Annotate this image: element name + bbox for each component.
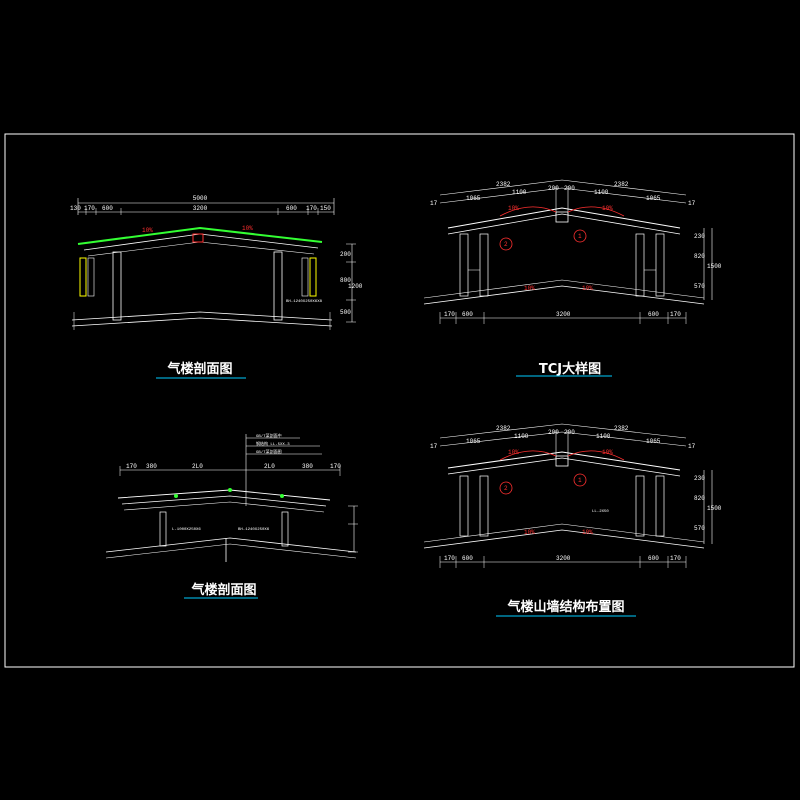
tr-marker-1 bbox=[573, 229, 587, 243]
bl-top-part-4: 2L0 bbox=[264, 463, 275, 470]
tl-top-part-6: 170 bbox=[306, 205, 317, 212]
panel-top-right: 2382 2382 1065 1100 200 200 1100 1065 17… bbox=[423, 179, 722, 377]
tl-right-dim-3: 1200 bbox=[348, 283, 363, 290]
br-top-part-3: 200 bbox=[548, 429, 559, 436]
br-right-edge: 17 bbox=[688, 443, 696, 450]
br-slope-top-right: 10% bbox=[602, 449, 613, 456]
bl-note-3: GB/T某剖面图 bbox=[256, 448, 282, 455]
br-label-mid: LL-2X50 bbox=[592, 510, 609, 514]
br-top-left-total: 2382 bbox=[496, 425, 511, 432]
br-marker-2 bbox=[499, 481, 513, 495]
panel-bottom-left: GB/T某剖面中 钢结构 LL-5XX-3 GB/T某剖面图 170 380 2… bbox=[105, 432, 358, 599]
svg-text:2: 2 bbox=[504, 241, 508, 248]
tl-top-total: 5000 bbox=[193, 195, 208, 202]
br-right-dim-2: 820 bbox=[694, 495, 705, 502]
tr-slope-bottom-left: 10% bbox=[524, 285, 535, 292]
br-title: 气楼山墙结构布置图 bbox=[507, 599, 624, 615]
tr-slope-top-left: 10% bbox=[508, 205, 519, 212]
tr-slope-top-right: 10% bbox=[602, 205, 613, 212]
br-top-part-1: 1065 bbox=[466, 438, 481, 445]
tr-right-dim-1: 230 bbox=[694, 233, 705, 240]
bl-top-part-2: 380 bbox=[146, 463, 157, 470]
tr-top-part-2: 1100 bbox=[512, 189, 527, 196]
tr-right-edge: 17 bbox=[688, 200, 696, 207]
br-slope-bottom-right: 10% bbox=[582, 529, 593, 536]
tl-slope-left: 10% bbox=[142, 227, 153, 234]
bl-top-part-1: 170 bbox=[126, 463, 137, 470]
tr-top-part-3: 200 bbox=[548, 185, 559, 192]
tl-top-part-2: 170 bbox=[84, 205, 95, 212]
bl-note-1: GB/T某剖面中 bbox=[256, 432, 282, 439]
bl-title: 气楼剖面图 bbox=[191, 582, 256, 598]
svg-text:1: 1 bbox=[578, 233, 582, 240]
br-top-part-2: 1100 bbox=[514, 433, 529, 440]
bl-label-mid: BH-1240X250X6 bbox=[238, 528, 270, 532]
svg-text:2: 2 bbox=[504, 485, 508, 492]
tr-right-dim-2: 820 bbox=[694, 253, 705, 260]
tr-marker-2 bbox=[499, 237, 513, 251]
br-top-right-total: 2382 bbox=[614, 425, 629, 432]
br-slope-top-left: 10% bbox=[508, 449, 519, 456]
tr-bottom-part-4: 600 bbox=[648, 311, 659, 318]
tr-bottom-part-2: 600 bbox=[462, 311, 473, 318]
panel-bottom-right: 2382 2382 1065 1100 200 200 1100 1065 17… bbox=[423, 423, 722, 617]
tl-title: 气楼剖面图 bbox=[167, 361, 232, 377]
tr-top-part-5: 1100 bbox=[594, 189, 609, 196]
tl-top-part-7: 150 bbox=[320, 205, 331, 212]
tr-bottom-part-5: 170 bbox=[670, 311, 681, 318]
panel-top-left: 5000 130 170 600 3200 600 170 150 10% 10… bbox=[70, 195, 363, 379]
tl-member-note: BH-1240X250X6X8 bbox=[286, 300, 323, 304]
tl-right-dim-1: 200 bbox=[340, 251, 351, 258]
bl-top-part-6: 170 bbox=[330, 463, 341, 470]
tr-top-part-6: 1065 bbox=[646, 195, 661, 202]
tr-title: TCJ大样图 bbox=[539, 361, 601, 377]
bl-label-left: L-1000X250X6 bbox=[172, 528, 201, 532]
br-bottom-part-3: 3200 bbox=[556, 555, 571, 562]
bl-note-2: 钢结构 LL-5XX-3 bbox=[256, 440, 290, 447]
tr-left-edge: 17 bbox=[430, 200, 438, 207]
bl-top-part-5: 380 bbox=[302, 463, 313, 470]
br-bottom-part-2: 600 bbox=[462, 555, 473, 562]
tr-top-part-4: 200 bbox=[564, 185, 575, 192]
br-right-dim-4: 1500 bbox=[707, 505, 722, 512]
tr-slope-bottom-right: 10% bbox=[582, 285, 593, 292]
tl-right-dim-4: 500 bbox=[340, 309, 351, 316]
tl-top-part-4: 3200 bbox=[193, 205, 208, 212]
svg-text:1: 1 bbox=[578, 477, 582, 484]
drawing-frame bbox=[4, 133, 795, 668]
tr-right-dim-4: 1500 bbox=[707, 263, 722, 270]
tr-bottom-part-1: 170 bbox=[444, 311, 455, 318]
br-bottom-part-1: 170 bbox=[444, 555, 455, 562]
tl-ridge-block bbox=[192, 233, 204, 243]
tl-slope-right: 10% bbox=[242, 225, 253, 232]
br-top-part-6: 1065 bbox=[646, 438, 661, 445]
bl-top-part-3: 2L0 bbox=[192, 463, 203, 470]
br-top-part-5: 1100 bbox=[596, 433, 611, 440]
tl-roof-line bbox=[77, 226, 323, 245]
br-top-part-4: 200 bbox=[564, 429, 575, 436]
br-left-edge: 17 bbox=[430, 443, 438, 450]
br-slope-bottom-left: 10% bbox=[524, 529, 535, 536]
tl-top-part-3: 600 bbox=[102, 205, 113, 212]
tr-top-left-total: 2382 bbox=[496, 181, 511, 188]
br-bottom-part-5: 170 bbox=[670, 555, 681, 562]
tl-top-part-5: 600 bbox=[286, 205, 297, 212]
br-bottom-part-4: 600 bbox=[648, 555, 659, 562]
tr-top-part-1: 1065 bbox=[466, 195, 481, 202]
tl-right-dim-2: 800 bbox=[340, 277, 351, 284]
br-right-dim-3: 570 bbox=[694, 525, 705, 532]
br-marker-1 bbox=[573, 473, 587, 487]
tr-right-dim-3: 570 bbox=[694, 283, 705, 290]
tl-top-part-1: 130 bbox=[70, 205, 81, 212]
br-right-dim-1: 230 bbox=[694, 475, 705, 482]
tr-bottom-part-3: 3200 bbox=[556, 311, 571, 318]
tr-top-right-total: 2382 bbox=[614, 181, 629, 188]
